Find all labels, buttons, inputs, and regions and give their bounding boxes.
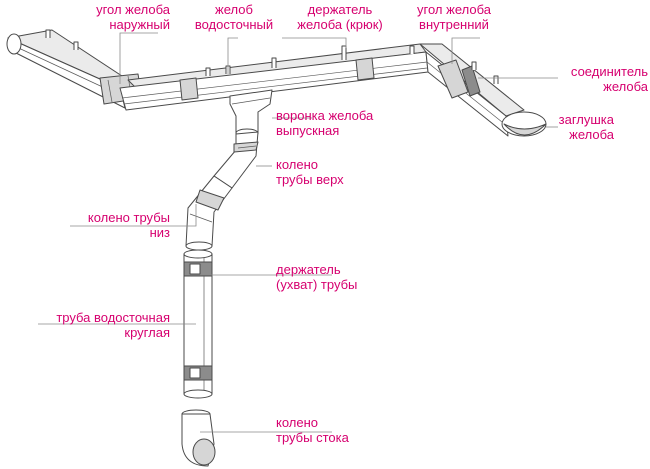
pipe-holder-upper xyxy=(183,261,213,277)
label-end-cap: заглушка желоба xyxy=(548,112,614,142)
gutter-main-section xyxy=(119,43,429,111)
label-pipe: труба водосточная круглая xyxy=(30,310,170,340)
label-end-cap-line1: заглушка xyxy=(558,112,614,127)
label-elbow-top: колено трубы верх xyxy=(276,157,376,187)
label-holder-hook: держатель желоба (крюк) xyxy=(282,2,398,32)
label-pipe-line1: труба водосточная xyxy=(56,310,170,325)
label-holder-hook-line1: держатель xyxy=(307,2,373,17)
label-elbow-bottom: колено трубы низ xyxy=(66,210,170,240)
funnel-outlet xyxy=(229,89,273,138)
label-corner-inner: угол желоба внутренний xyxy=(402,2,506,32)
label-elbow-top-line2: трубы верх xyxy=(276,172,344,187)
label-drain-elbow: колено трубы стока xyxy=(276,415,386,445)
label-elbow-bottom-line1: колено трубы xyxy=(87,210,170,225)
label-elbow-top-line1: колено xyxy=(276,157,319,172)
label-connector-line1: соединитель xyxy=(570,64,648,79)
label-corner-inner-line1: угол желоба xyxy=(417,2,491,17)
pipe-holder-lower xyxy=(183,365,213,381)
label-funnel: воронка желоба выпускная xyxy=(276,108,396,138)
leader-lines xyxy=(38,32,558,433)
label-drain-elbow-line2: трубы стока xyxy=(276,430,349,445)
gutter-end-cap xyxy=(501,111,547,137)
elbow-top xyxy=(213,131,259,189)
label-corner-outer-line1: угол желоба xyxy=(96,2,170,17)
label-funnel-line1: воронка желоба xyxy=(276,108,374,123)
drain-elbow xyxy=(181,409,216,467)
label-corner-outer: угол желоба наружный xyxy=(70,2,170,32)
label-connector-line2: желоба xyxy=(603,79,648,94)
label-elbow-bottom-line2: низ xyxy=(149,225,170,240)
label-corner-inner-line2: внутренний xyxy=(419,17,489,32)
label-connector: соединитель желоба xyxy=(548,64,648,94)
label-funnel-line2: выпускная xyxy=(276,123,340,138)
label-gutter-line1: желоб xyxy=(215,2,253,17)
gutter-left-section xyxy=(6,29,129,109)
label-pipe-holder-line2: (ухват) трубы xyxy=(276,277,358,292)
gutter-right-section xyxy=(419,43,525,137)
label-corner-outer-line2: наружный xyxy=(109,17,170,32)
label-pipe-holder-line1: держатель xyxy=(276,262,341,277)
label-drain-elbow-line1: колено xyxy=(276,415,319,430)
label-pipe-holder: держатель (ухват) трубы xyxy=(276,262,386,292)
label-gutter-line2: водосточный xyxy=(194,17,274,32)
gutter-hooks xyxy=(45,29,415,76)
label-pipe-line2: круглая xyxy=(124,325,170,340)
label-gutter: желоб водосточный xyxy=(186,2,282,32)
label-holder-hook-line2: желоба (крюк) xyxy=(297,17,383,32)
elbow-bottom xyxy=(185,175,233,251)
label-end-cap-line2: желоба xyxy=(569,127,614,142)
